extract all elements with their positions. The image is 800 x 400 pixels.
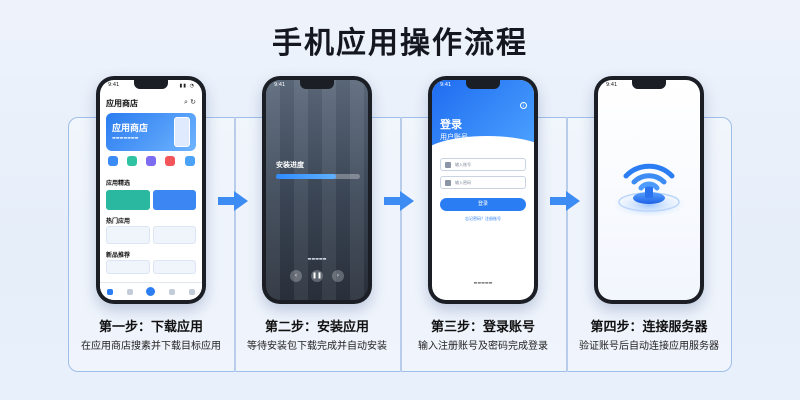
phone-notch [632, 80, 666, 89]
app-store-screen: 9:41 ▮▮ ◔ 应用商店 ⌕ ↻ 应用商店 ▬▬▬▬▬▬▬ 应用精选 热门应… [100, 80, 202, 300]
step-divider [234, 117, 236, 372]
tab-icon[interactable] [126, 288, 133, 295]
install-progress-bar [276, 174, 360, 179]
phone-installing: 9:41 安装进度 ▬▬▬▬▬ ‹ ❚❚ › [262, 76, 372, 304]
server-screen: 9:41 [598, 80, 700, 300]
category-icon[interactable] [183, 156, 196, 167]
step-divider [400, 117, 402, 372]
category-icons [106, 156, 196, 167]
status-time: 9:41 [440, 82, 452, 88]
section-featured: 应用精选 [106, 180, 131, 187]
status-time: 9:41 [274, 82, 286, 88]
phone-server: 9:41 [594, 76, 704, 304]
category-icon[interactable] [164, 156, 177, 167]
step-3-desc: 输入注册账号及密码完成登录 [418, 341, 548, 352]
install-progress-fill [276, 174, 337, 179]
add-tab-icon[interactable] [146, 287, 156, 296]
phone-app-store: 9:41 ▮▮ ◔ 应用商店 ⌕ ↻ 应用商店 ▬▬▬▬▬▬▬ 应用精选 热门应… [96, 76, 206, 304]
category-icon[interactable] [145, 156, 158, 167]
banner-title: 应用商店 [112, 124, 149, 134]
password-field[interactable]: 输入密码 [440, 176, 526, 189]
register-link[interactable]: 忘记密码？注册账号 [465, 216, 501, 221]
home-tab-icon[interactable] [106, 288, 113, 295]
step-divider [566, 117, 568, 372]
status-time: 9:41 [606, 82, 618, 88]
app-store-header: 应用商店 [106, 99, 138, 108]
install-progress-label: 安装进度 [276, 161, 304, 169]
phone-notch [466, 80, 500, 89]
status-time: 9:41 [108, 82, 120, 88]
category-icon[interactable] [125, 156, 138, 167]
blurred-background [266, 80, 368, 300]
password-placeholder: 输入密码 [455, 180, 471, 185]
featured-card[interactable] [106, 190, 150, 210]
category-icon[interactable] [106, 156, 119, 167]
username-placeholder: 输入账号 [455, 162, 471, 167]
arrow-right-icon [384, 191, 414, 211]
new-list [106, 260, 196, 274]
phone-notch [300, 80, 334, 89]
profile-tab-icon[interactable] [189, 288, 196, 295]
phone-illustration-icon [174, 117, 190, 147]
login-button[interactable]: 登录 [440, 198, 526, 211]
login-subheading: 用户账号 [440, 133, 468, 141]
wifi-server-icon [611, 163, 687, 216]
lock-icon [445, 180, 451, 186]
list-item[interactable] [152, 226, 196, 244]
footer-lines: ▬▬▬▬▬ [473, 280, 493, 285]
step-4-desc: 验证账号后自动连接应用服务器 [579, 341, 719, 352]
banner-subtitle-lines: ▬▬▬▬▬▬▬ [112, 135, 139, 140]
install-caption-lines: ▬▬▬▬▬ [307, 256, 327, 261]
installing-screen: 9:41 安装进度 ▬▬▬▬▬ ‹ ❚❚ › [266, 80, 368, 300]
info-icon[interactable]: i [520, 102, 527, 109]
tab-icon[interactable] [169, 288, 176, 295]
arrow-right-icon [218, 191, 248, 211]
phone-login: 9:41 i 登录 用户账号 输入账号 输入密码 登录 忘记密码？注册账号 ▬▬… [428, 76, 538, 304]
user-icon [445, 162, 451, 168]
previous-icon[interactable]: ‹ [290, 270, 302, 282]
section-popular: 热门应用 [106, 218, 131, 225]
page-title: 手机应用操作流程 [272, 26, 528, 61]
login-heading: 登录 [440, 118, 462, 131]
list-item[interactable] [152, 260, 196, 274]
popular-list [106, 226, 196, 244]
next-icon[interactable]: › [332, 270, 344, 282]
pause-icon[interactable]: ❚❚ [311, 270, 323, 282]
list-item[interactable] [106, 226, 150, 244]
login-screen: 9:41 i 登录 用户账号 输入账号 输入密码 登录 忘记密码？注册账号 ▬▬… [432, 80, 534, 300]
section-new: 新品推荐 [106, 252, 131, 259]
status-icons: ▮▮ ◔ [179, 83, 195, 89]
featured-card[interactable] [152, 190, 196, 210]
search-icon[interactable]: ⌕ ↻ [183, 98, 196, 106]
list-item[interactable] [106, 260, 150, 274]
bottom-tab-bar [100, 282, 202, 300]
phone-notch [134, 80, 168, 89]
app-store-banner[interactable]: 应用商店 ▬▬▬▬▬▬▬ [106, 113, 196, 151]
step-2-desc: 等待安装包下载完成并自动安装 [247, 341, 387, 352]
step-1-title: 第一步：下载应用 [98, 320, 203, 335]
step-3-title: 第三步：登录账号 [430, 320, 535, 335]
username-field[interactable]: 输入账号 [440, 158, 526, 171]
featured-cards [106, 190, 196, 210]
step-1-desc: 在应用商店搜素并下载目标应用 [81, 341, 221, 352]
step-4-title: 第四步：连接服务器 [590, 320, 708, 335]
arrow-right-icon [550, 191, 580, 211]
step-2-title: 第二步：安装应用 [264, 320, 369, 335]
